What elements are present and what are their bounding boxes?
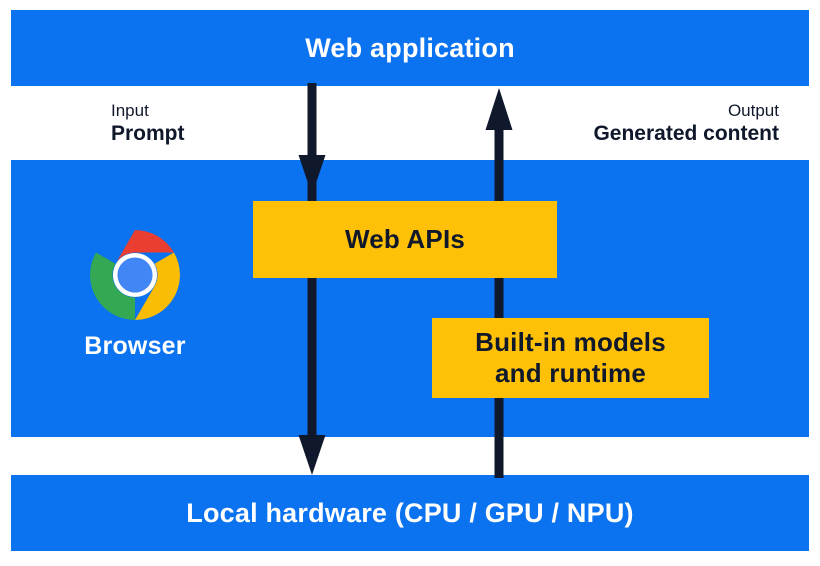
layer-local-hardware: Local hardware (CPU / GPU / NPU) (11, 475, 809, 551)
component-web-apis-label: Web APIs (344, 224, 466, 254)
flow-label-output-value: Generated content (593, 122, 779, 146)
component-builtin-models[interactable]: Built-in models and runtime (432, 318, 709, 398)
flow-label-input: Input Prompt (111, 100, 185, 148)
layer-browser-label: Browser (84, 332, 186, 360)
component-builtin-models-label: Built-in models and runtime (475, 327, 666, 388)
component-builtin-models-label-line1: Built-in models (475, 327, 666, 358)
chrome-logo-icon (90, 230, 180, 320)
browser-identity-group: Browser (69, 230, 201, 359)
component-builtin-models-label-line2: and runtime (495, 358, 646, 388)
flow-label-output: Output Generated content (593, 100, 779, 148)
layer-web-application-label: Web application (305, 32, 515, 63)
flow-label-output-kicker: Output (727, 101, 779, 120)
arrow-output-up (485, 88, 513, 478)
flow-label-input-value: Prompt (111, 122, 185, 146)
arrow-input-down (298, 83, 326, 475)
component-web-apis[interactable]: Web APIs (253, 201, 557, 278)
flow-label-input-kicker: Input (111, 101, 149, 120)
layer-web-application: Web application (11, 10, 809, 86)
layer-local-hardware-label: Local hardware (CPU / GPU / NPU) (186, 497, 634, 528)
